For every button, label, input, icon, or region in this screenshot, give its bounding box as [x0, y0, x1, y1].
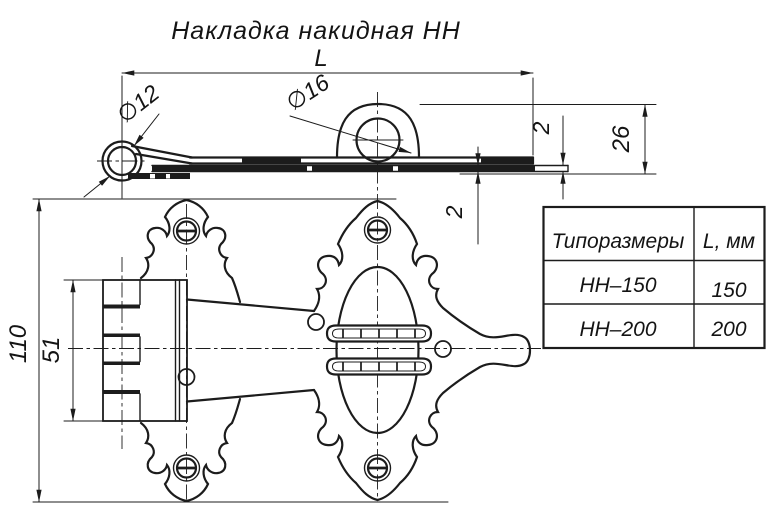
table-cell-length-1: 150	[711, 279, 746, 302]
strap-bottom-edge	[185, 388, 316, 403]
finial-bottom-left	[139, 397, 242, 503]
drawing-title: Накладка накидная НН	[171, 17, 461, 45]
dim-label-d12: ∅12	[112, 79, 164, 128]
dimension-thickness-right: 2	[528, 115, 566, 200]
table-cell-type-1: НН–150	[579, 274, 656, 297]
table-header-types: Типоразмеры	[552, 230, 685, 253]
size-table: Типоразмеры L, мм НН–150 150 НН–200 200	[542, 205, 766, 350]
table-cell-type-2: НН–200	[579, 318, 656, 341]
dim-label-51: 51	[38, 337, 65, 364]
dimension-thickness-lower: 2	[441, 146, 481, 245]
screw-hole	[363, 454, 392, 482]
table-cell-length-2: 200	[710, 318, 746, 341]
dim-label-d16: ∅16	[281, 69, 334, 116]
dimension-26: 26	[419, 104, 657, 175]
dimension-110: 110	[5, 198, 449, 503]
dome-oval	[335, 265, 420, 435]
dimension-51: 51	[38, 279, 105, 422]
small-holes	[177, 313, 452, 386]
dim-label-26: 26	[608, 125, 635, 153]
screw-hole	[172, 217, 201, 245]
hinge-eye	[101, 140, 194, 182]
strap-top-edge	[185, 298, 316, 313]
screw-hole	[363, 216, 392, 244]
dimension-L: L	[121, 45, 534, 156]
front-view: 110 51	[5, 198, 532, 503]
louver-slot-upper	[325, 324, 433, 343]
dim-label-L: L	[314, 45, 327, 72]
strap-section	[188, 156, 535, 165]
decorative-right-arm	[312, 199, 532, 502]
dim-label-thickness-lower: 2	[441, 205, 467, 219]
louver-slot-lower	[325, 357, 433, 376]
hinge-comb	[102, 279, 188, 422]
dim-label-110: 110	[5, 324, 32, 363]
catch-plate-section	[128, 164, 569, 179]
screw-holes	[172, 216, 392, 482]
screw-hole	[172, 454, 201, 482]
dim-label-thickness-right: 2	[528, 121, 554, 135]
finial-top-left	[139, 198, 242, 304]
table-header-length: L, мм	[703, 230, 755, 253]
dome-profile	[335, 102, 421, 163]
side-view: L ∅12 ∅16 2 26 2	[83, 45, 657, 245]
